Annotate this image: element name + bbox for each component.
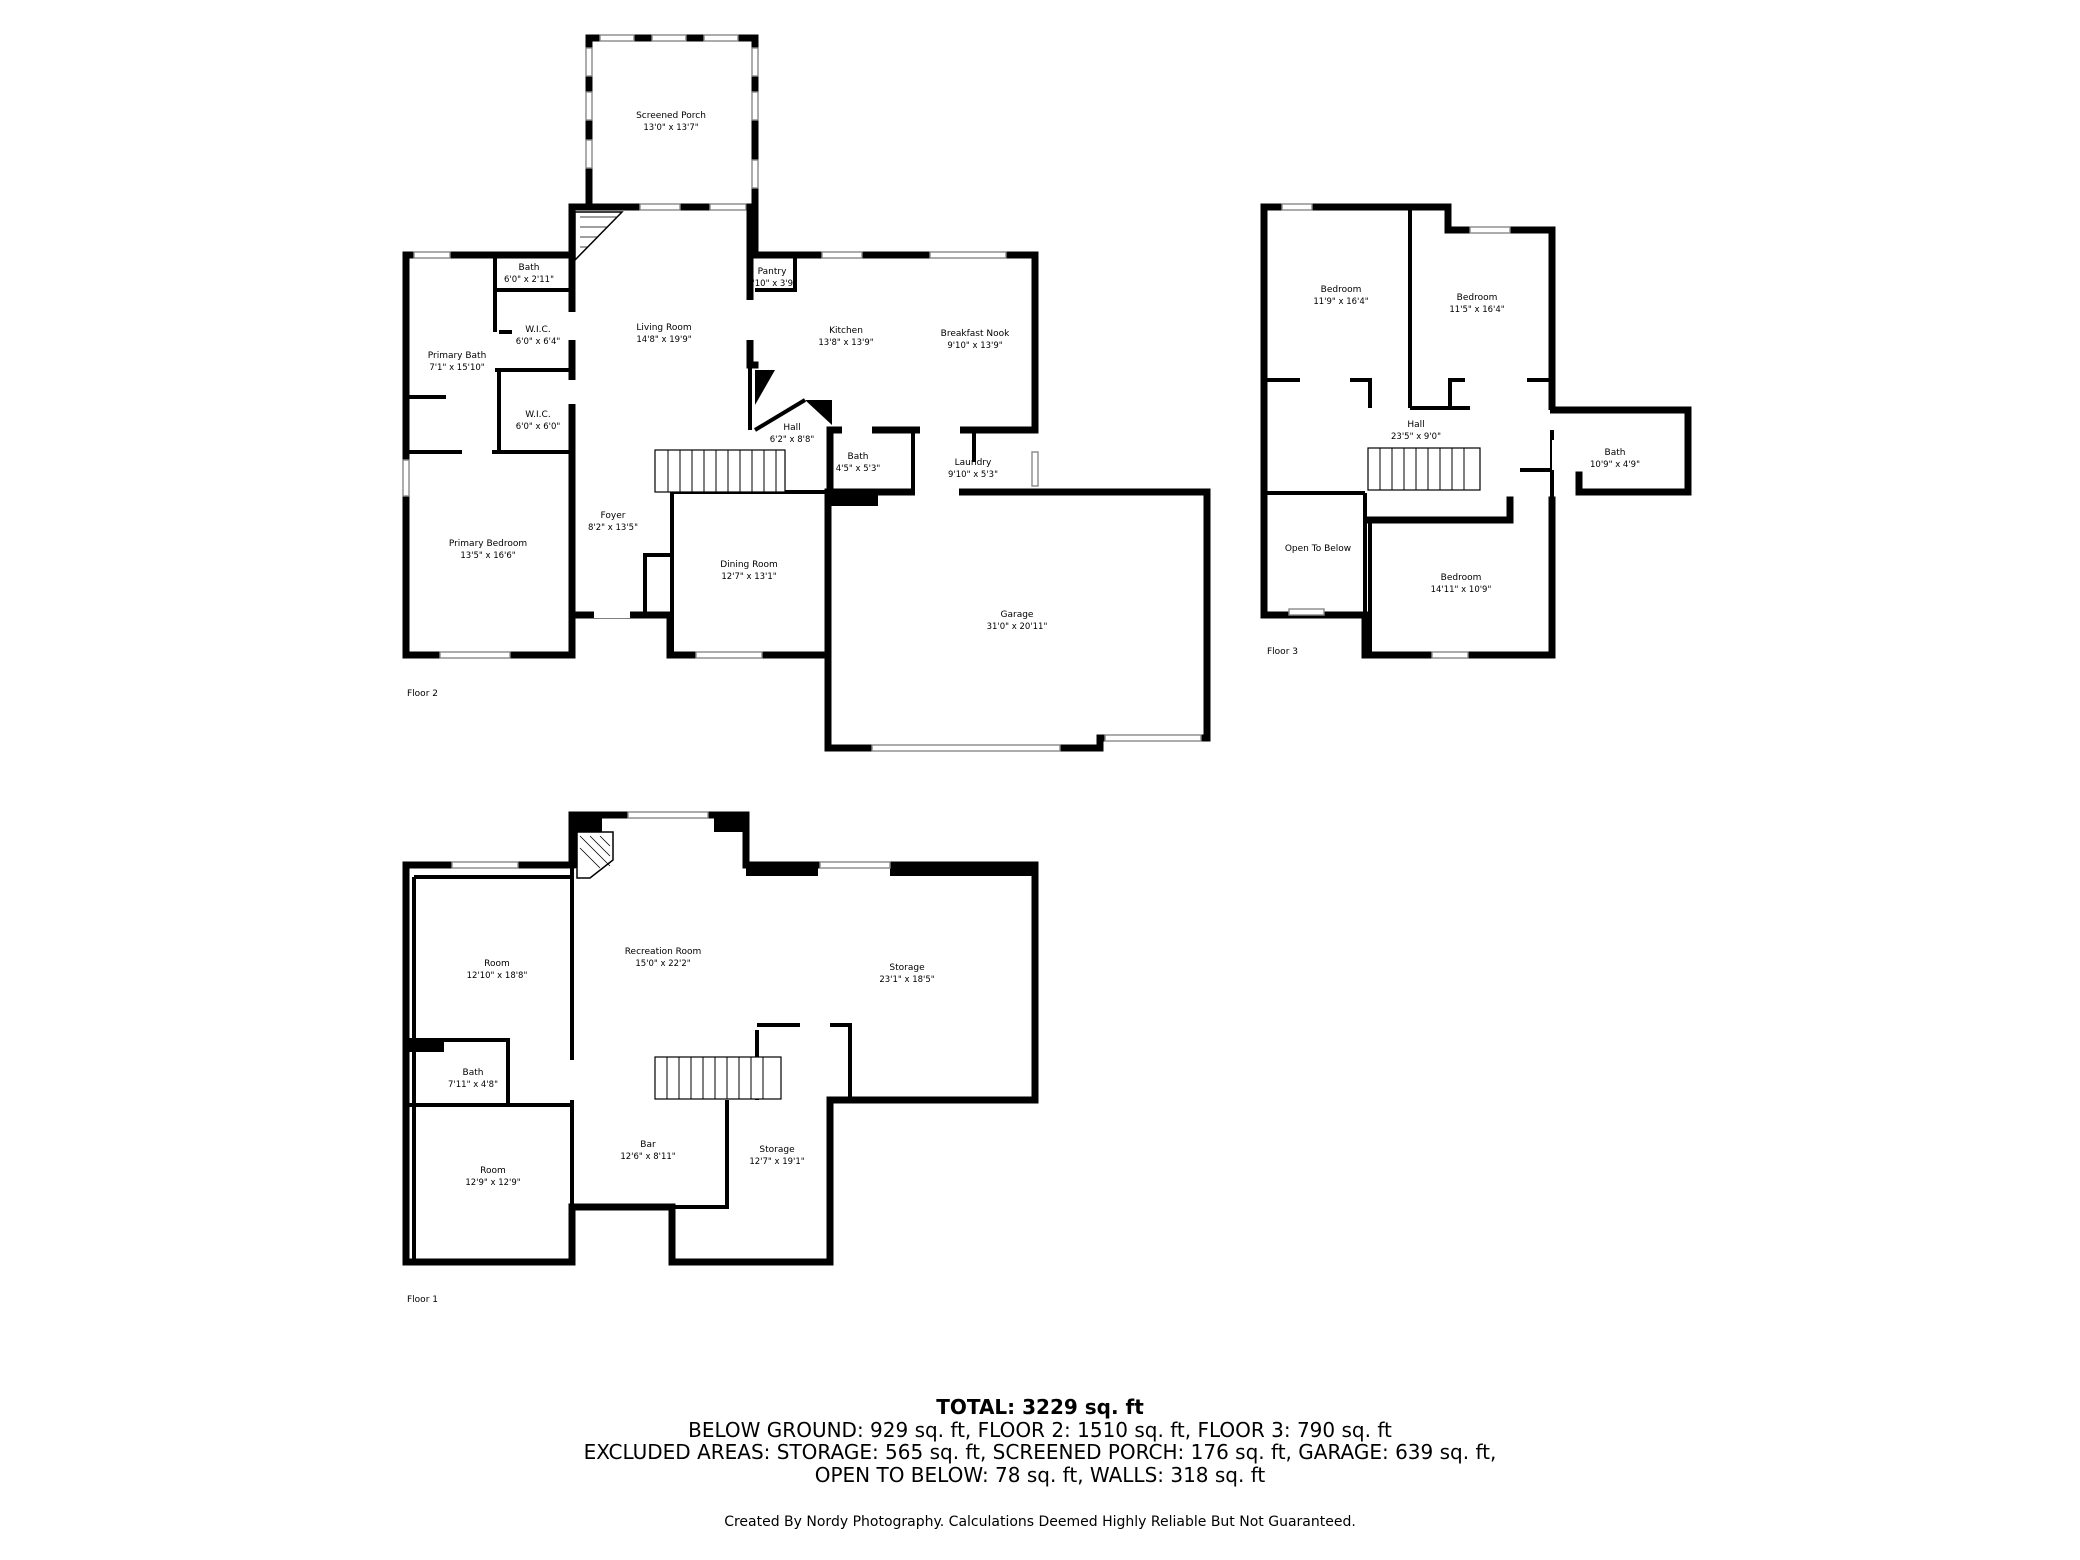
room-name: Open To Below (1285, 544, 1351, 554)
primary-suite-walls (406, 255, 578, 458)
room-dimensions: 12'7" x 19'1" (749, 1157, 804, 1167)
screened-porch-walls (585, 34, 759, 211)
room-dimensions: 4'5" x 5'3" (836, 464, 881, 474)
floor-1-plan (402, 811, 1039, 1266)
room-dimensions: 12'10" x 18'8" (467, 971, 528, 981)
room-name: Bedroom (1321, 285, 1362, 295)
room-dimensions: 14'8" x 19'9" (636, 335, 691, 345)
room-dimensions: 13'0" x 13'7" (643, 123, 698, 133)
room-dimensions: 12'9" x 12'9" (465, 1178, 520, 1188)
room-name: W.I.C. (525, 325, 550, 335)
room-name: Storage (889, 963, 925, 973)
room-name: Garage (1001, 610, 1034, 620)
area-line-1: BELOW GROUND: 929 sq. ft, FLOOR 2: 1510 … (688, 1417, 1392, 1442)
floor-3-stairs (1367, 447, 1481, 491)
room-name: Bath (1605, 448, 1626, 458)
floor-1-stairs (654, 1056, 782, 1100)
room-dimensions: 12'6" x 8'11" (620, 1152, 675, 1162)
room-dimensions: 7'1" x 15'10" (429, 363, 484, 373)
room-name: Pantry (758, 267, 787, 277)
room-name: Bedroom (1441, 573, 1482, 583)
floor-3-plan (1260, 203, 1692, 659)
room-name: Laundry (955, 458, 992, 468)
room-dimensions: 10'9" x 4'9" (1590, 460, 1640, 470)
floor-label-2: Floor 2 (407, 689, 438, 699)
floor-2-plan (402, 34, 1211, 752)
floor-label-3: Floor 3 (1267, 647, 1298, 657)
credit-line: Created By Nordy Photography. Calculatio… (724, 1514, 1356, 1530)
room-dimensions: 7'11" x 4'8" (448, 1080, 498, 1090)
room-name: Hall (783, 423, 800, 433)
room-name: Storage (759, 1145, 795, 1155)
room-name: Dining Room (720, 560, 778, 570)
room-name: Breakfast Nook (941, 329, 1010, 339)
room-dimensions: 13'8" x 13'9" (818, 338, 873, 348)
room-name: Bath (848, 452, 869, 462)
room-name: W.I.C. (525, 410, 550, 420)
room-dimensions: 11'5" x 16'4" (1449, 305, 1504, 315)
room-dimensions: 6'0" x 6'0" (516, 422, 561, 432)
room-name: Bath (519, 263, 540, 273)
room-name: Bath (463, 1068, 484, 1078)
room-labels: Screened Porch 13'0" x 13'7" Bath 6'0" x 2'… (428, 111, 1640, 1188)
room-dimensions: 3'10" x 3'9" (747, 279, 797, 289)
room-name: Bedroom (1457, 293, 1498, 303)
room-dimensions: 6'0" x 2'11" (504, 275, 554, 285)
floor-label-1: Floor 1 (407, 1295, 438, 1305)
floor-2-stairs (654, 449, 786, 493)
room-name: Recreation Room (625, 947, 702, 957)
room-name: Living Room (636, 323, 691, 333)
room-name: Primary Bath (428, 351, 487, 361)
room-dimensions: 23'1" x 18'5" (879, 975, 934, 985)
room-dimensions: 8'2" x 13'5" (588, 523, 638, 533)
floor-1-interior-walls (406, 865, 852, 1262)
room-dimensions: 23'5" x 9'0" (1391, 432, 1441, 442)
room-dimensions: 6'0" x 6'4" (516, 337, 561, 347)
total-area: TOTAL: 3229 sq. ft (936, 1395, 1144, 1419)
room-name: Foyer (601, 511, 626, 521)
area-line-3: OPEN TO BELOW: 78 sq. ft, WALLS: 318 sq.… (814, 1462, 1266, 1487)
room-dimensions: 13'5" x 16'6" (460, 551, 515, 561)
area-line-2: EXCLUDED AREAS: STORAGE: 565 sq. ft, SCR… (583, 1440, 1497, 1464)
room-name: Kitchen (829, 326, 863, 336)
room-name: Screened Porch (636, 111, 706, 121)
room-name: Primary Bedroom (449, 539, 527, 549)
room-name: Bar (640, 1140, 656, 1150)
room-dimensions: 6'2" x 8'8" (770, 435, 815, 445)
room-dimensions: 31'0" x 20'11" (987, 622, 1048, 632)
room-name: Room (480, 1166, 506, 1176)
room-dimensions: 14'11" x 10'9" (1431, 585, 1492, 595)
room-dimensions: 9'10" x 5'3" (948, 470, 998, 480)
room-dimensions: 11'9" x 16'4" (1313, 297, 1368, 307)
room-name: Room (484, 959, 510, 969)
area-summary: TOTAL: 3229 sq. ft BELOW GROUND: 929 sq.… (0, 1396, 2080, 1486)
room-dimensions: 12'7" x 13'1" (721, 572, 776, 582)
room-dimensions: 9'10" x 13'9" (947, 341, 1002, 351)
room-dimensions: 15'0" x 22'2" (635, 959, 690, 969)
kitchen-walls (753, 255, 1035, 492)
garage-walls (824, 488, 1211, 752)
room-name: Hall (1407, 420, 1424, 430)
